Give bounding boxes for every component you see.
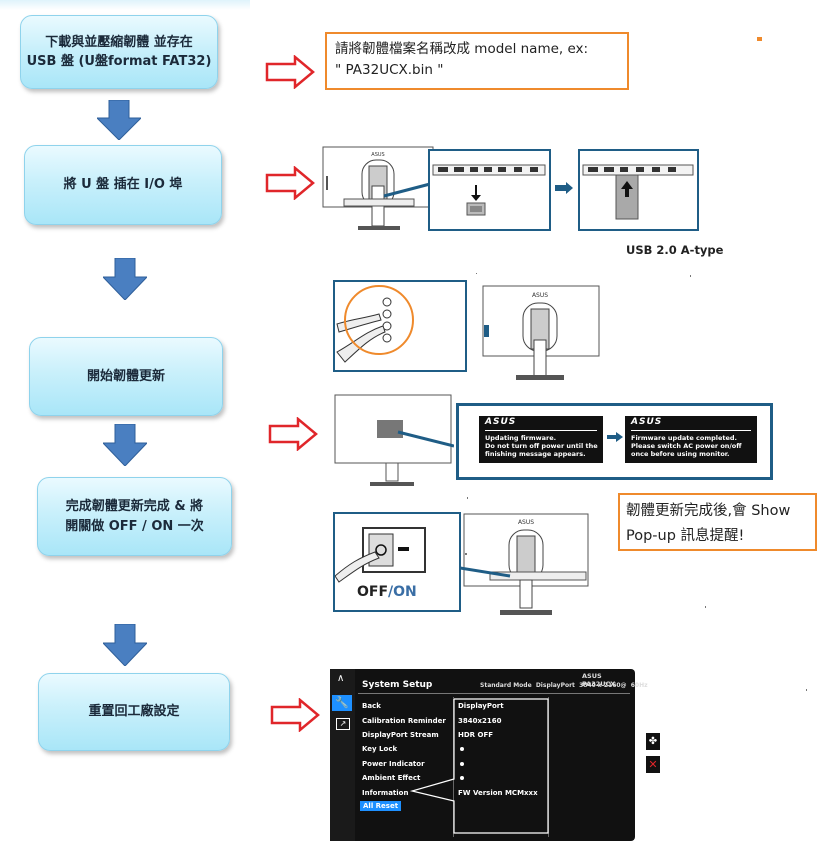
updating-popup: ASUS Updating firmware. Do not turn off … bbox=[479, 416, 603, 463]
osd-value-input: DisplayPort bbox=[458, 702, 504, 710]
next-arrow bbox=[607, 432, 623, 442]
decor-dot-3 bbox=[467, 497, 468, 499]
osd-item-ambient-effect[interactable]: Ambient Effect bbox=[362, 774, 421, 782]
osd-item-calibration-reminder[interactable]: Calibration Reminder bbox=[362, 717, 446, 725]
svg-text:ASUS: ASUS bbox=[371, 152, 384, 158]
completed-popup: ASUS Firmware update completed. Please s… bbox=[625, 416, 757, 463]
osd-status: Standard Mode DisplayPort 3840 x 2160@ 6… bbox=[480, 682, 648, 689]
osd-value-hdr: HDR OFF bbox=[458, 731, 494, 739]
header-decoration bbox=[0, 0, 250, 10]
asus-logo: ASUS bbox=[631, 417, 663, 427]
right-arrow-4 bbox=[270, 698, 320, 732]
osd-dot-ambient-effect bbox=[460, 776, 464, 780]
svg-text:ASUS: ASUS bbox=[518, 519, 534, 526]
step-download-firmware: 下載與並壓縮韌體 並存在 USB 盤 (U盤format FAT32) bbox=[20, 15, 218, 89]
wrench-tab-icon[interactable]: 🔧 bbox=[332, 695, 352, 711]
right-arrow-3 bbox=[268, 417, 318, 451]
callout-frame bbox=[410, 698, 549, 834]
insert-arrow bbox=[555, 182, 573, 194]
completed-line-2: Please switch AC power on/off bbox=[631, 442, 742, 450]
usb-inserted-zoom bbox=[578, 149, 699, 231]
rename-note: 請將韌體檔案名稱改成 model name, ex: " PA32UCX.bin… bbox=[325, 32, 629, 90]
chevron-up-icon[interactable]: ∧ bbox=[337, 673, 345, 684]
monitor-back-illustration: ASUS bbox=[322, 146, 434, 230]
switch-on-label: ON bbox=[393, 584, 417, 600]
right-arrow-2 bbox=[265, 166, 315, 200]
navigation-joystick-icon[interactable]: ✤ bbox=[646, 733, 660, 750]
osd-title: System Setup bbox=[362, 680, 433, 690]
down-arrow-3 bbox=[103, 424, 147, 466]
close-icon[interactable]: ✕ bbox=[646, 756, 660, 773]
step-power-cycle: 完成韌體更新完成 & 將 開關做 OFF / ON 一次 bbox=[37, 477, 232, 556]
popup-note: 韌體更新完成後,會 Show Pop-up 訊息提醒! bbox=[618, 493, 817, 551]
monitor-front-illustration bbox=[334, 394, 454, 486]
button-press-zoom bbox=[333, 280, 467, 372]
monitor-back-illustration-2: ASUS bbox=[482, 285, 600, 380]
down-arrow-1 bbox=[97, 100, 141, 140]
decor-dot-4 bbox=[465, 553, 467, 555]
completed-line-1: Firmware update completed. bbox=[631, 434, 738, 442]
completed-line-3: once before using monitor. bbox=[631, 450, 730, 458]
step-plug-usb: 將 U 盤 插在 I/O 埠 bbox=[24, 145, 222, 225]
decor-dot-5 bbox=[705, 606, 706, 608]
power-switch-zoom: OFF/ON bbox=[333, 512, 461, 612]
right-arrow-1 bbox=[265, 55, 315, 89]
osd-item-displayport-stream[interactable]: DisplayPort Stream bbox=[362, 731, 439, 739]
usb-type-label: USB 2.0 A-type bbox=[626, 243, 724, 257]
osd-item-information[interactable]: Information bbox=[362, 789, 409, 797]
switch-sep: / bbox=[388, 584, 394, 600]
step-start-update: 開始韌體更新 bbox=[29, 337, 223, 416]
decor-dot-2 bbox=[690, 275, 691, 277]
step-factory-reset: 重置回工廠設定 bbox=[38, 673, 230, 751]
firmware-popups-zoom: ASUS Updating firmware. Do not turn off … bbox=[456, 403, 773, 480]
io-ports-zoom bbox=[428, 149, 551, 231]
power-switch-icon bbox=[334, 527, 426, 583]
decor-dot-1 bbox=[476, 273, 477, 274]
asus-logo: ASUS bbox=[485, 417, 517, 427]
switch-off-label: OFF bbox=[357, 584, 389, 600]
orange-dot bbox=[757, 37, 762, 41]
osd-dot-power-indicator bbox=[460, 762, 464, 766]
osd-value-resolution: 3840x2160 bbox=[458, 717, 502, 725]
monitor-back-illustration-3: ASUS bbox=[460, 513, 589, 615]
switch-label: OFF/ON bbox=[357, 584, 417, 600]
updating-line-1: Updating firmware. bbox=[485, 434, 557, 442]
osd-menu: ∧ 🔧 ↗ ASUS PA32UCX System Setup Standard… bbox=[330, 669, 648, 841]
finger-press-icon bbox=[336, 285, 414, 363]
osd-item-key-lock[interactable]: Key Lock bbox=[362, 745, 398, 753]
shortcut-tab-icon[interactable]: ↗ bbox=[336, 718, 350, 730]
osd-value-fw-version: FW Version MCMxxx bbox=[458, 789, 538, 797]
osd-item-all-reset[interactable]: All Reset bbox=[360, 801, 402, 811]
io-ports-icon bbox=[432, 164, 546, 216]
osd-model: ASUS PA32UCX bbox=[582, 672, 616, 688]
down-arrow-2 bbox=[103, 258, 147, 300]
updating-line-3: finishing message appears. bbox=[485, 450, 586, 458]
down-arrow-4 bbox=[103, 624, 147, 666]
osd-dot-key-lock bbox=[460, 747, 464, 751]
osd-divider bbox=[358, 693, 630, 694]
osd-item-back[interactable]: Back bbox=[362, 702, 381, 710]
decor-dot-6 bbox=[806, 689, 807, 691]
osd-item-power-indicator[interactable]: Power Indicator bbox=[362, 760, 425, 768]
usb-drive-icon bbox=[582, 164, 694, 220]
svg-text:ASUS: ASUS bbox=[532, 292, 548, 299]
updating-line-2: Do not turn off power until the bbox=[485, 442, 598, 450]
